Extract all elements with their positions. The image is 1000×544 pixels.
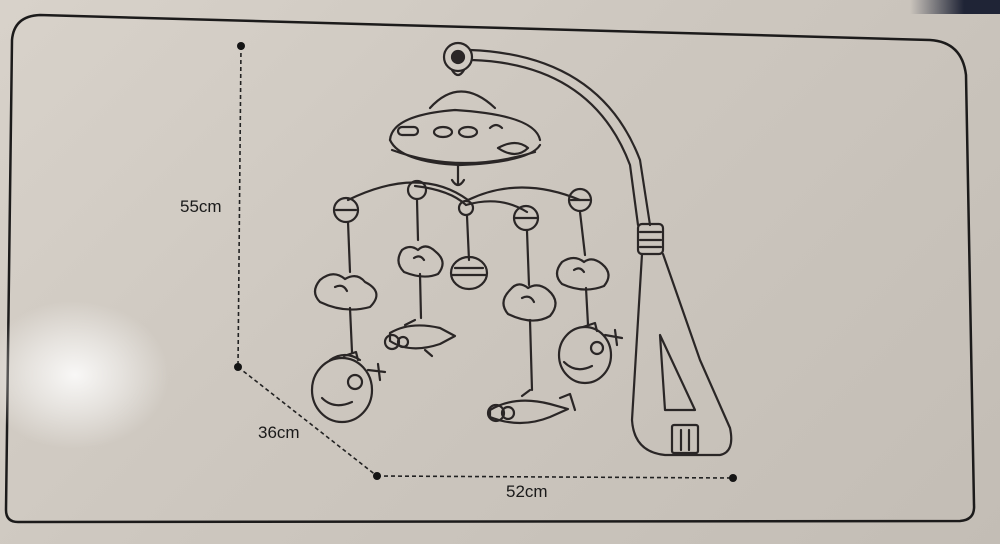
background-dark-corner — [910, 0, 1000, 14]
card-frame — [4, 13, 976, 524]
dimension-endpoints — [234, 42, 737, 482]
width-dimension-line — [376, 475, 734, 479]
depth-label: 36cm — [258, 423, 300, 442]
height-label: 55cm — [180, 197, 222, 216]
height-dimension-line — [237, 45, 242, 368]
baby-crib-mobile-icon — [310, 41, 733, 457]
width-label: 52cm — [506, 482, 548, 501]
depth-dimension-line — [237, 366, 378, 477]
dimension-lines — [237, 45, 734, 479]
